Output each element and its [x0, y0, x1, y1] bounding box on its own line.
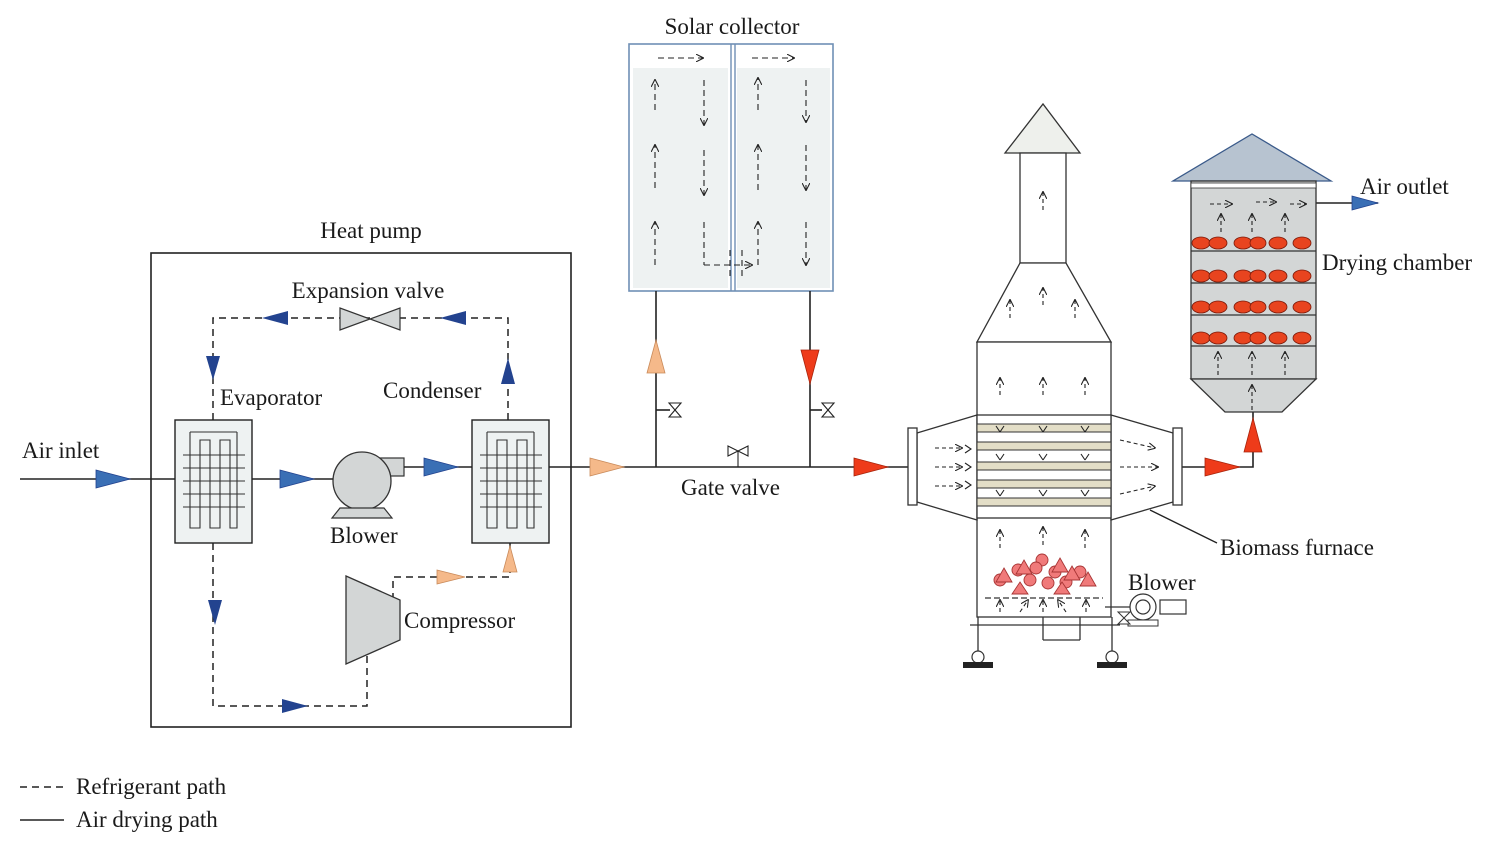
condenser [471, 419, 550, 544]
crop-layers [1191, 236, 1312, 345]
gate-valve [727, 445, 749, 467]
label-gate-valve: Gate valve [681, 475, 780, 500]
biomass-furnace [907, 102, 1218, 668]
air-arrows [95, 195, 1380, 489]
label-biomass-furnace: Biomass furnace [1220, 535, 1374, 560]
compressor-outlet-arrows [436, 544, 518, 585]
valves [667, 402, 836, 418]
legend-air-drying-path: Air drying path [76, 807, 218, 832]
label-compressor: Compressor [404, 608, 516, 633]
expansion-valve [339, 307, 401, 331]
solar-collector [628, 43, 834, 292]
compressor [345, 574, 401, 666]
legend-refrigerant-path: Refrigerant path [76, 774, 227, 799]
label-air-outlet: Air outlet [1360, 174, 1449, 199]
label-drying-chamber: Drying chamber [1322, 250, 1472, 275]
label-air-inlet: Air inlet [22, 438, 100, 463]
label-solar-collector: Solar collector [665, 14, 800, 39]
label-blower-heat-pump: Blower [330, 523, 398, 548]
refrigerant-arrows [206, 311, 515, 713]
label-evaporator: Evaporator [220, 385, 323, 410]
blower-furnace [1105, 593, 1187, 627]
drying-chamber [1170, 133, 1334, 413]
label-expansion-valve: Expansion valve [292, 278, 445, 303]
evaporator [174, 419, 253, 544]
blower-heat-pump [330, 451, 405, 519]
label-blower-furnace: Blower [1128, 570, 1196, 595]
label-condenser: Condenser [383, 378, 482, 403]
label-heat-pump: Heat pump [320, 218, 422, 243]
